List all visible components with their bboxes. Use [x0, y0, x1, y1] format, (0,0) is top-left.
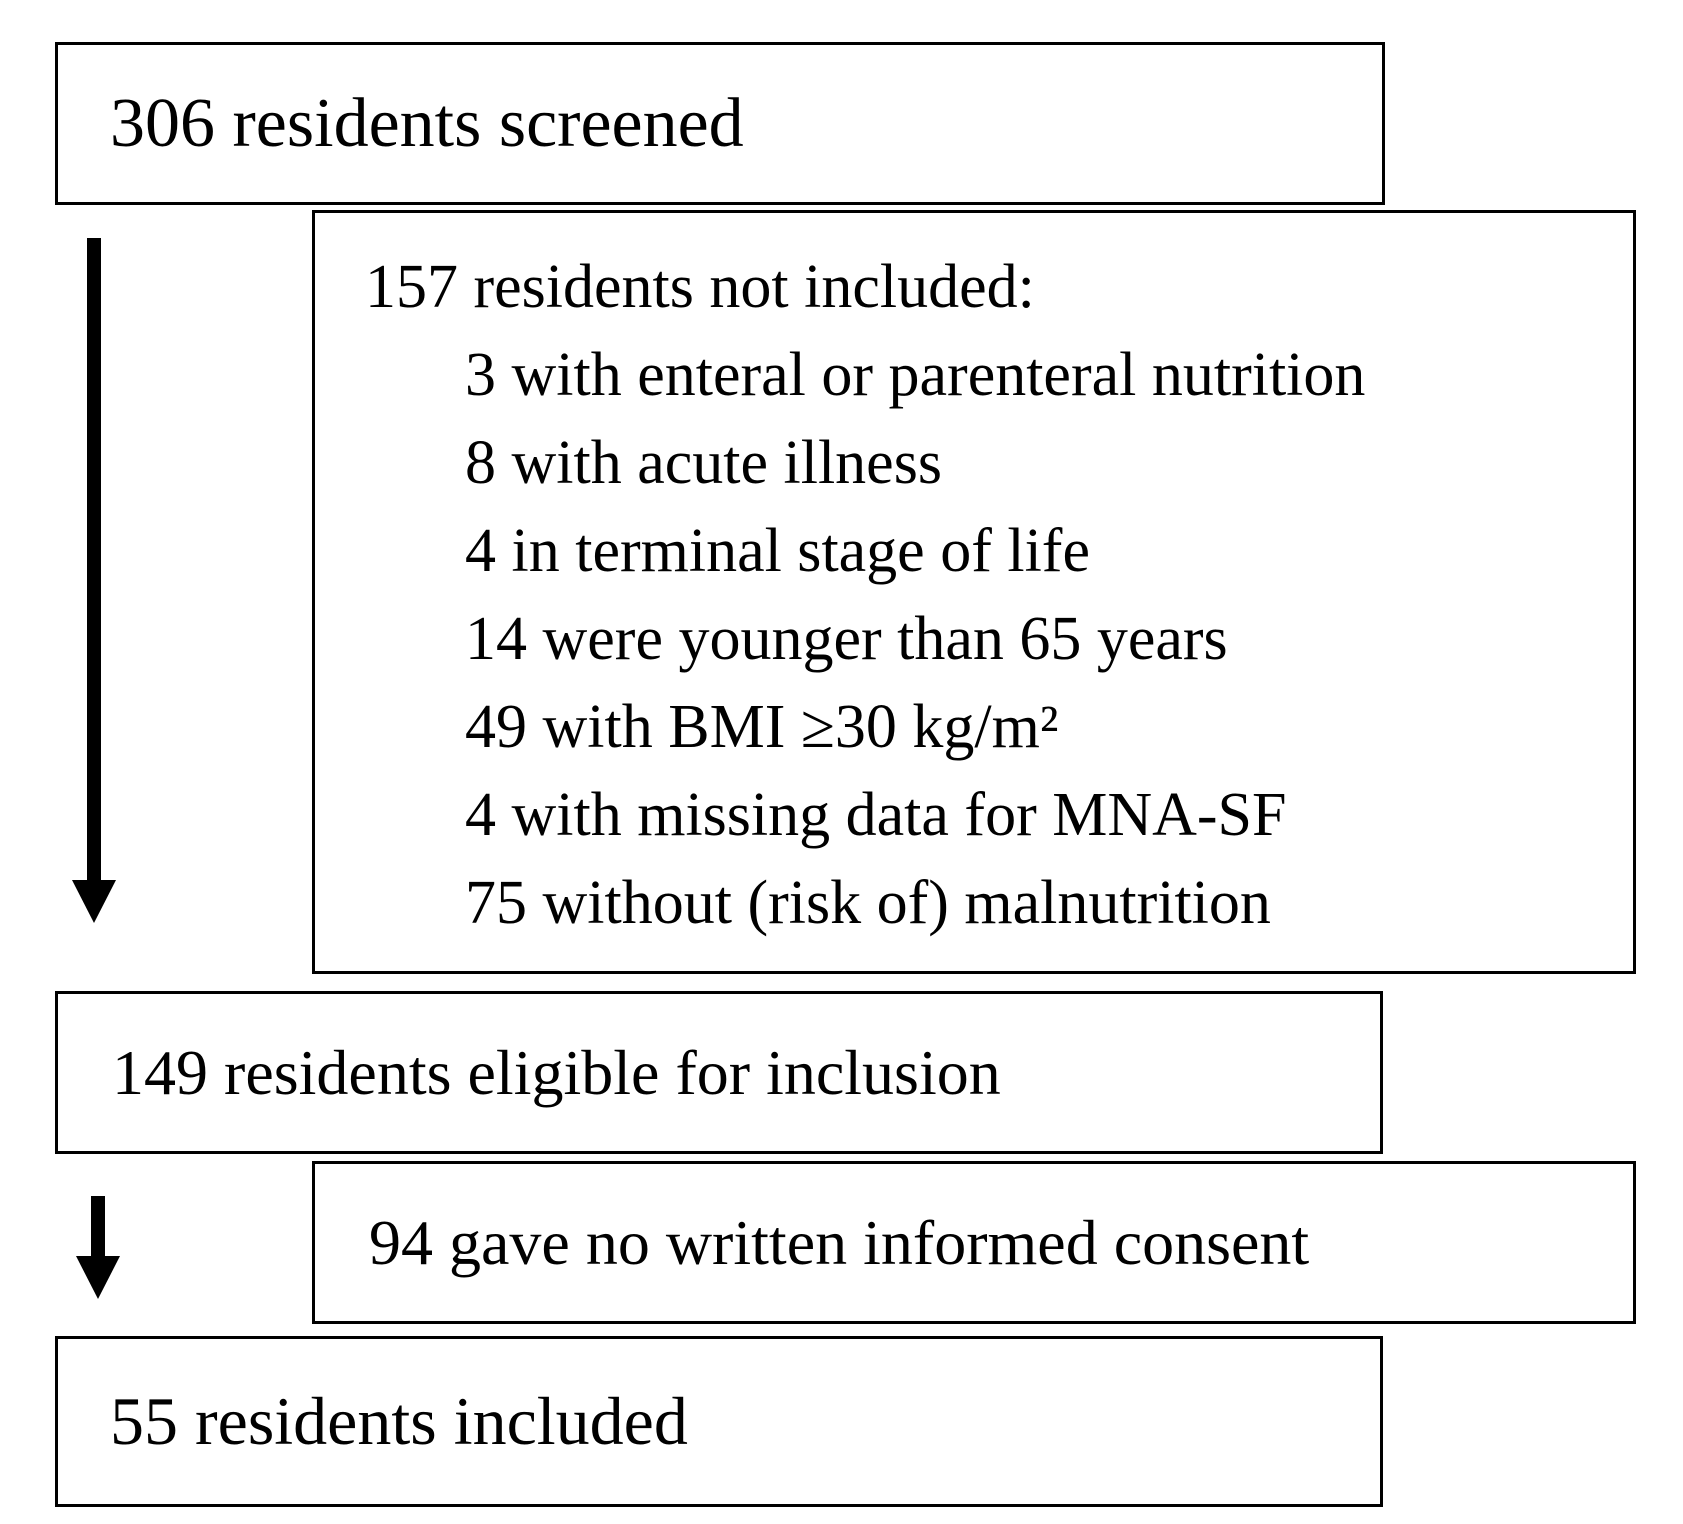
no-written-consent-label: 94 gave no written informed consent	[369, 1206, 1310, 1278]
down-arrow-short-head-icon	[76, 1256, 120, 1299]
exclusion-item: 4 with missing data for MNA-SF	[465, 781, 1287, 849]
box-residents-included: 55 residents included	[55, 1336, 1383, 1507]
exclusion-item: 49 with BMI ≥30 kg/m²	[465, 693, 1059, 761]
residents-included-label: 55 residents included	[110, 1383, 688, 1459]
box-residents-screened: 306 residents screened	[55, 42, 1385, 205]
down-arrow-long-head-icon	[72, 880, 116, 923]
down-arrow-short-shaft	[91, 1196, 105, 1258]
residents-eligible-label: 149 residents eligible for inclusion	[112, 1036, 1001, 1108]
down-arrow-long-shaft	[87, 238, 101, 882]
exclusion-item: 14 were younger than 65 years	[465, 605, 1228, 673]
exclusion-item: 3 with enteral or parenteral nutrition	[465, 341, 1366, 409]
box-residents-not-included: 157 residents not included: 3 with enter…	[312, 210, 1636, 974]
box-no-written-consent: 94 gave no written informed consent	[312, 1161, 1636, 1324]
not-included-heading: 157 residents not included:	[365, 253, 1035, 321]
residents-screened-label: 306 residents screened	[110, 84, 744, 162]
exclusion-item: 75 without (risk of) malnutrition	[465, 869, 1271, 937]
box-residents-eligible: 149 residents eligible for inclusion	[55, 991, 1383, 1154]
exclusion-item: 8 with acute illness	[465, 429, 942, 497]
exclusion-item: 4 in terminal stage of life	[465, 517, 1090, 585]
